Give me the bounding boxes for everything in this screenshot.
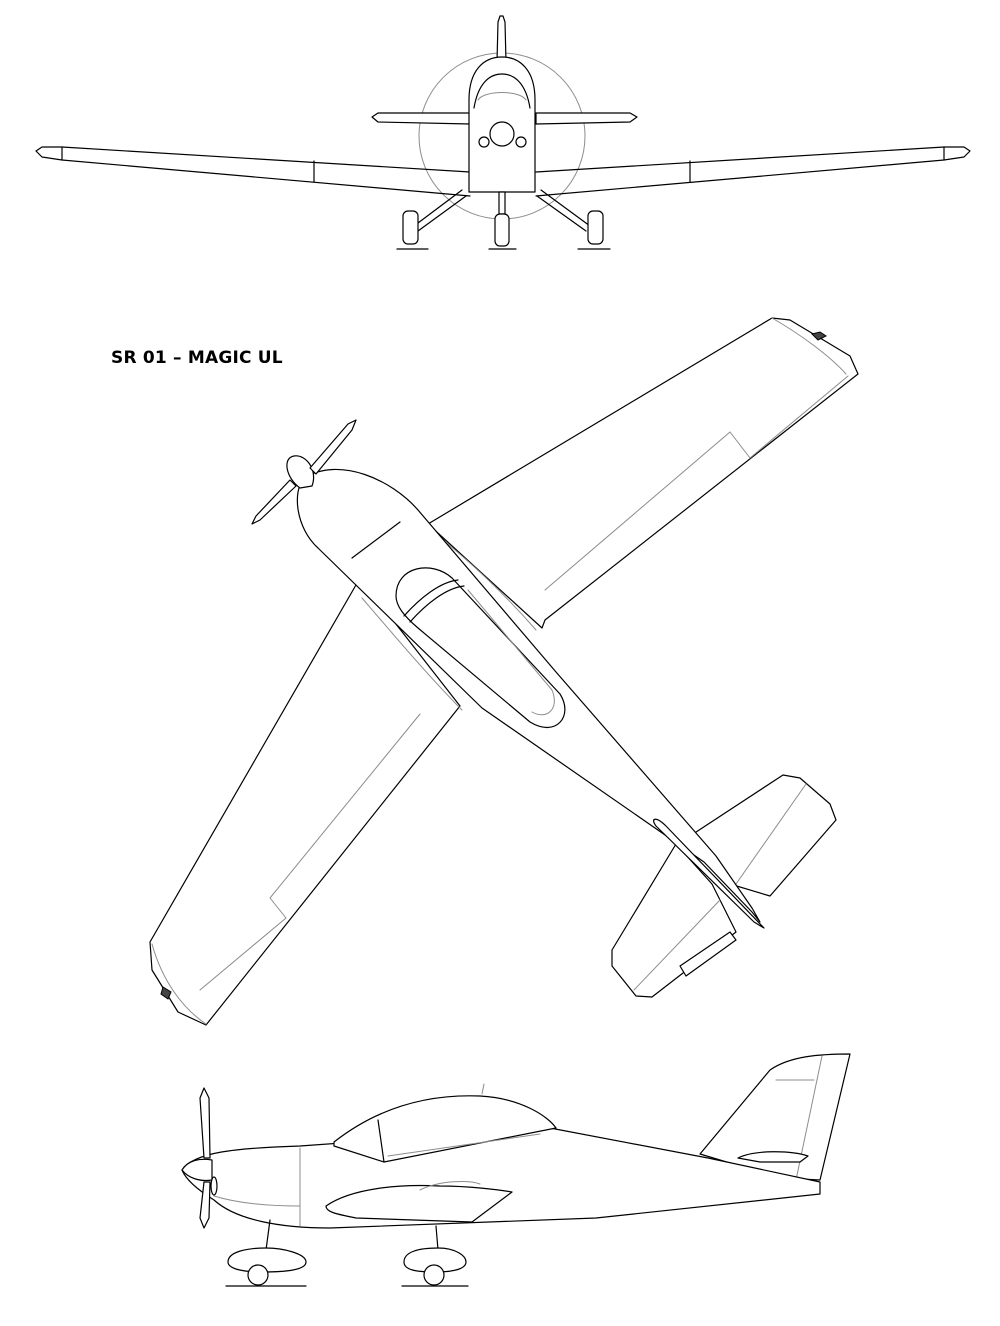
front-horizontal-tail: [371, 112, 471, 125]
front-intake-left: [478, 136, 490, 148]
side-antenna: [481, 1083, 485, 1095]
side-view: [181, 1053, 851, 1287]
front-left-wing: [35, 146, 471, 197]
top-right-aileron: [544, 375, 849, 591]
top-spinner: [286, 455, 315, 489]
top-canopy-inner: [467, 589, 555, 716]
drawing-title: SR 01 – MAGIC UL: [111, 348, 283, 368]
top-left-wing-tip: [151, 943, 207, 1025]
top-elevator-tab: [679, 931, 737, 977]
side-propeller: [199, 1087, 211, 1229]
top-propeller-lower: [251, 479, 297, 525]
side-canopy-frame: [377, 1119, 385, 1163]
top-horizontal-tail-lower: [611, 843, 737, 998]
top-firewall: [351, 521, 401, 559]
top-left-wing-root: [361, 597, 463, 711]
top-right-wing-tip-light: [811, 331, 827, 341]
top-view: [149, 317, 859, 1026]
side-nose-gear-fairing: [227, 1247, 307, 1273]
front-nose-gear-leg: [498, 191, 506, 215]
front-view: [35, 15, 971, 250]
side-canopy-sill: [387, 1133, 541, 1157]
front-vertical-fin: [496, 15, 507, 63]
side-vertical-tail: [699, 1053, 851, 1181]
front-nose-wheel: [494, 213, 510, 247]
front-left-wheel: [402, 210, 419, 245]
top-right-wing: [427, 317, 859, 629]
side-cowling-lower: [213, 1195, 301, 1207]
top-elevator-lower: [633, 899, 721, 991]
side-main-wheel: [423, 1264, 445, 1286]
front-left-gear-strut: [413, 189, 467, 232]
front-canopy-frame: [477, 92, 527, 101]
front-right-wheel: [587, 210, 604, 245]
side-nose-wheel: [247, 1264, 269, 1286]
top-right-wing-tip: [771, 317, 847, 375]
top-canopy-frame: [403, 579, 465, 623]
top-left-wing: [149, 577, 461, 1026]
side-canopy: [333, 1095, 557, 1163]
side-wing-detail: [419, 1181, 481, 1191]
front-right-gear-strut: [536, 189, 591, 232]
top-elevator-upper: [735, 783, 807, 885]
top-vertical-fin: [653, 818, 765, 929]
top-propeller-upper: [309, 419, 357, 475]
top-left-aileron: [199, 713, 421, 991]
front-spinner: [489, 121, 515, 147]
front-horizontal-tail-right: [535, 112, 638, 125]
front-intake-right: [515, 136, 527, 148]
top-left-wing-tip-light: [160, 986, 172, 1000]
side-main-gear-fairing: [403, 1247, 467, 1273]
side-main-gear-leg: [435, 1225, 439, 1251]
side-nose-gear-leg: [265, 1219, 271, 1251]
front-right-wing: [535, 146, 971, 197]
side-propeller-hub: [210, 1176, 218, 1196]
front-canopy: [473, 73, 531, 109]
side-wing: [325, 1184, 513, 1223]
side-horizontal-tail: [737, 1151, 809, 1163]
side-spinner: [181, 1158, 213, 1182]
front-fuselage: [468, 56, 536, 193]
